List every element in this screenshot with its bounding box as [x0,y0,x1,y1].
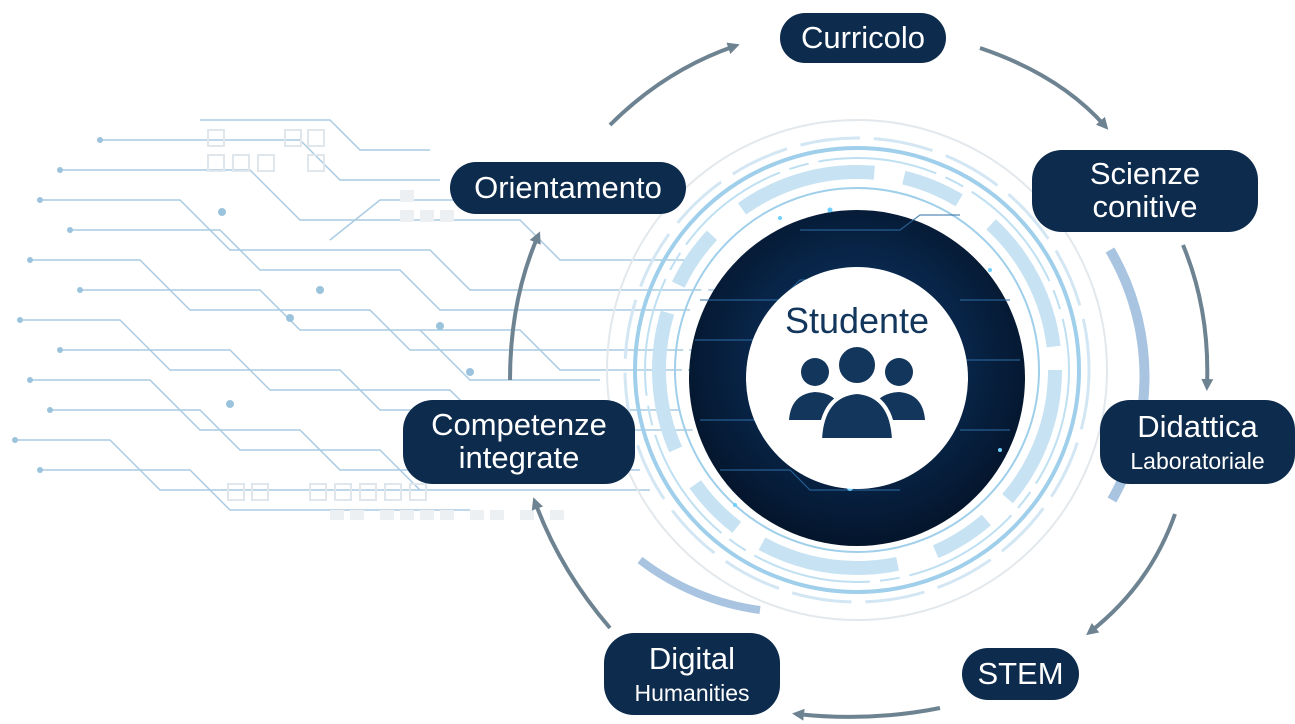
node-didattica-laboratoriale: Didattica Laboratoriale [1100,400,1295,484]
node-competenze-line2: integrate [458,440,580,475]
node-digital-humanities: Digital Humanities [604,633,780,715]
node-didattica-line2: Laboratoriale [1130,448,1265,475]
arrow-orientamento-curricolo [608,42,740,127]
circuit-background [15,119,720,511]
pixel-squares [207,129,427,501]
node-orientamento-label: Orientamento [474,169,662,205]
node-digital-line1: Digital [648,640,736,676]
hub-rings [606,119,1150,621]
pixel-blocks [330,190,564,520]
node-curricolo: Curricolo [780,13,946,63]
node-digital-line2: Humanities [634,680,750,707]
cycle-arrows [508,42,1214,721]
node-stem-label: STEM [977,655,1064,691]
node-scienze-line1: Scienze [1089,156,1201,192]
node-competenze-integrate: Competenze integrate [403,400,635,484]
node-stem: STEM [962,648,1079,700]
center-label: Studente [784,300,930,341]
node-didattica-line1: Didattica [1137,408,1258,444]
arrow-didattica-stem [1086,513,1177,636]
arrow-competenze-orientamento [508,231,541,381]
node-orientamento: Orientamento [450,162,686,214]
arrow-scienze-didattica [1181,244,1214,391]
arrow-stem-digital [792,706,941,721]
node-curricolo-label: Curricolo [800,19,926,55]
circuit-nodes [12,137,474,473]
node-competenze-line1: Competenze [431,407,607,443]
node-scienze-line2: conitive [1092,189,1198,224]
arrow-curricolo-scienze [979,46,1109,130]
arrow-digital-competenze [531,497,612,630]
group-of-people-icon [789,343,925,442]
node-scienze-conitive: Scienze conitive [1032,150,1258,232]
